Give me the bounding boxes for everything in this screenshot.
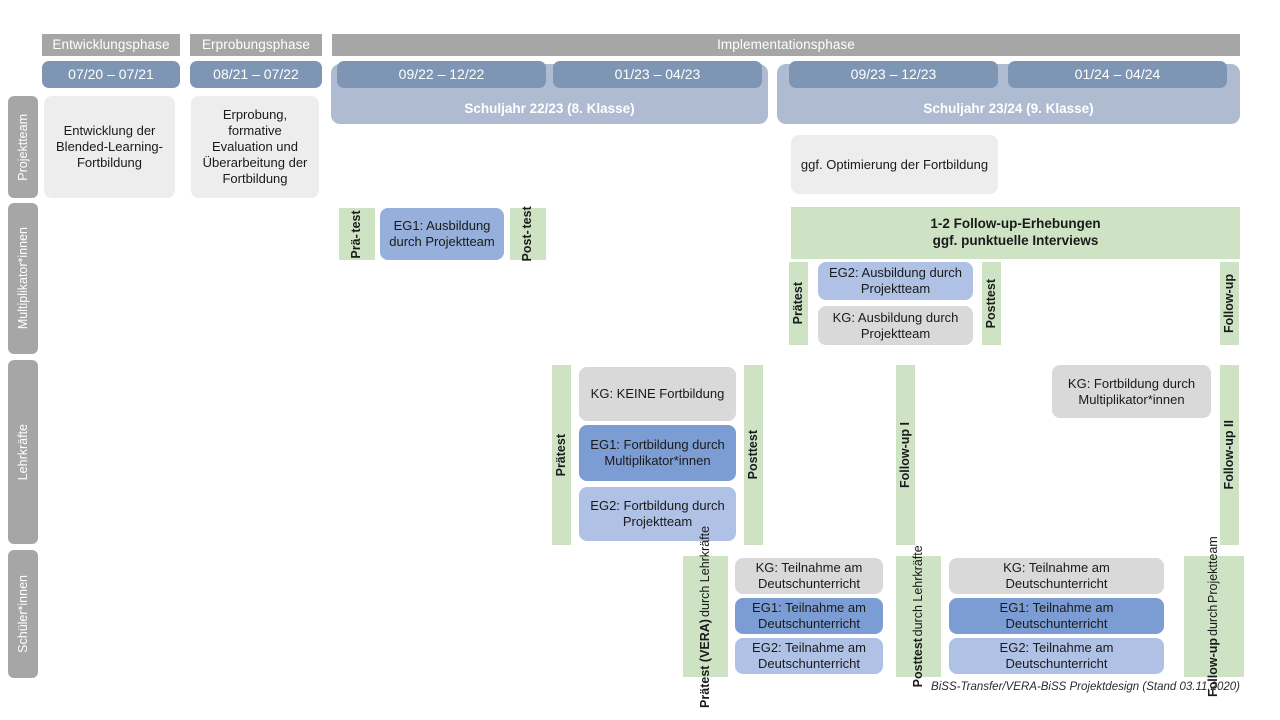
period-label: 01/23 – 04/23: [614, 65, 701, 82]
actor-label-multiplikatorinnen: Multiplikator*innen: [8, 203, 38, 354]
box-optimierung-fortbildung: ggf. Optimierung der Fortbildung: [791, 135, 998, 194]
box-kg-fortbildung-multiplikator: KG: Fortbildung durch Multiplikator*inne…: [1052, 365, 1211, 418]
period-chip-0821-0722: 08/21 – 07/22: [190, 61, 322, 88]
actor-label-lehrkraefte: Lehrkräfte: [8, 360, 38, 544]
followup-bar-schueler: Follow-up durch Projektteam: [1184, 536, 1244, 697]
box-eg2-fortbildung-projektteam: EG2: Fortbildung durch Projektteam: [579, 487, 736, 541]
period-label: 07/20 – 07/21: [68, 65, 154, 82]
phase-header-erprobungsphase: Erprobungsphase: [190, 34, 322, 56]
period-chip-0720-0721: 07/20 – 07/21: [42, 61, 180, 88]
praetest-vera-bar-schueler: Prätest (VERA) durch Lehrkräfte: [683, 526, 728, 707]
footer-source-note: BiSS-Transfer/VERA-BiSS Projektdesign (S…: [931, 681, 1240, 693]
box-erprobung-evaluation: Erprobung, formative Evaluation und Über…: [191, 96, 319, 198]
phase-label: Erprobungsphase: [201, 36, 311, 52]
box-entwicklung-fortbildung: Entwicklung der Blended-Learning-Fortbil…: [44, 96, 175, 198]
actor-label-schuelerinnen: Schüler*innen: [8, 550, 38, 678]
box-kg-teilnahme-deutschunterricht-pre: KG: Teilnahme am Deutschunterricht: [735, 558, 883, 594]
posttest-bar-multiplikator: Post- test: [510, 206, 546, 262]
phase-header-implementationsphase: Implementationsphase: [332, 34, 1240, 56]
period-label: 09/22 – 12/22: [398, 65, 485, 82]
period-chip-0923-1223: 09/23 – 12/23: [789, 61, 998, 88]
posttest-bar-schueler: Posttest durch Lehrkräfte: [896, 545, 941, 688]
praetest-bar-multiplikator-2: Prätest: [789, 262, 808, 345]
school-year-label: Schuljahr 23/24 (9. Klasse): [923, 101, 1094, 116]
period-label: 08/21 – 07/22: [213, 65, 299, 82]
period-label: 09/23 – 12/23: [850, 65, 937, 82]
box-eg2-ausbildung-projektteam: EG2: Ausbildung durch Projektteam: [818, 262, 973, 300]
period-label: 01/24 – 04/24: [1074, 65, 1161, 82]
period-chip-0922-1222: 09/22 – 12/22: [337, 61, 546, 88]
actor-label-projektteam: Projektteam: [8, 96, 38, 198]
box-eg1-ausbildung-projektteam: EG1: Ausbildung durch Projektteam: [380, 208, 504, 260]
followup-bar-multiplikator: Follow-up: [1220, 262, 1239, 345]
period-chip-0123-0423: 01/23 – 04/23: [553, 61, 762, 88]
followup-1-bar-lehrkraefte: Follow-up I: [896, 365, 915, 545]
period-chip-0124-0424: 01/24 – 04/24: [1008, 61, 1227, 88]
phase-header-entwicklungsphase: Entwicklungsphase: [42, 34, 180, 56]
box-eg2-teilnahme-deutschunterricht-post: EG2: Teilnahme am Deutschunterricht: [949, 638, 1164, 674]
school-year-label: Schuljahr 22/23 (8. Klasse): [464, 101, 635, 116]
box-kg-ausbildung-projektteam: KG: Ausbildung durch Projektteam: [818, 306, 973, 345]
posttest-bar-lehrkraefte: Posttest: [744, 365, 763, 545]
praetest-bar-multiplikator: Prä- test: [339, 208, 375, 260]
box-kg-keine-fortbildung: KG: KEINE Fortbildung: [579, 367, 736, 421]
box-kg-teilnahme-deutschunterricht-post: KG: Teilnahme am Deutschunterricht: [949, 558, 1164, 594]
box-eg1-fortbildung-multiplikator: EG1: Fortbildung durch Multiplikator*inn…: [579, 425, 736, 481]
box-eg1-teilnahme-deutschunterricht-post: EG1: Teilnahme am Deutschunterricht: [949, 598, 1164, 634]
followup-2-bar-lehrkraefte: Follow-up II: [1220, 365, 1239, 545]
phase-label: Implementationsphase: [717, 36, 855, 52]
praetest-bar-lehrkraefte: Prätest: [552, 365, 571, 545]
box-eg2-teilnahme-deutschunterricht-pre: EG2: Teilnahme am Deutschunterricht: [735, 638, 883, 674]
phase-label: Entwicklungsphase: [52, 36, 170, 52]
box-eg1-teilnahme-deutschunterricht-pre: EG1: Teilnahme am Deutschunterricht: [735, 598, 883, 634]
posttest-bar-multiplikator-2: Posttest: [982, 262, 1001, 345]
banner-followup-erhebungen: 1-2 Follow-up-Erhebungen ggf. punktuelle…: [791, 207, 1240, 259]
